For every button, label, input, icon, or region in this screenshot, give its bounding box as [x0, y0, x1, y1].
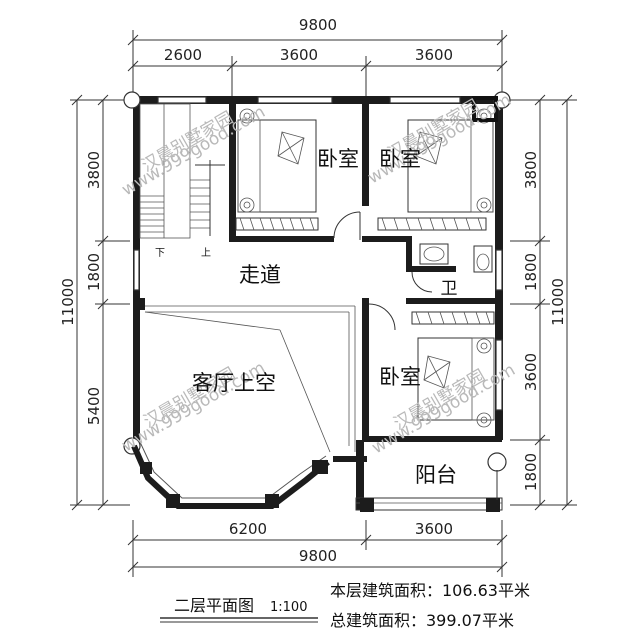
door-swing — [333, 96, 498, 331]
dim-bottom-part-1: 6200 — [229, 520, 267, 538]
dim-top-part-1: 2600 — [164, 46, 202, 64]
dim-left-part-2: 1800 — [85, 253, 103, 291]
dim-right-part-1: 3800 — [522, 151, 540, 189]
watermark-site: www.999good.com — [119, 102, 269, 200]
drawing-title: 二层平面图 — [174, 596, 254, 615]
staircase — [139, 103, 225, 239]
left-dimension-chain: 11000 3800 1800 5400 — [59, 94, 130, 511]
dim-left-part-1: 3800 — [85, 151, 103, 189]
room-label-living-void: 客厅上空 — [192, 371, 276, 395]
watermark: 汉晨别墅家园 www.999good.com 汉晨别墅家园 www.999goo… — [119, 90, 519, 458]
dim-bottom-total: 9800 — [299, 547, 337, 565]
room-label-bedroom-3: 卧室 — [379, 365, 421, 389]
bed-icon — [417, 337, 495, 421]
dim-right-total: 11000 — [549, 278, 567, 326]
dim-bottom-part-2: 3600 — [415, 520, 453, 538]
wardrobe-icon — [235, 217, 495, 325]
total-area-text: 总建筑面积：399.07平米 — [330, 611, 514, 630]
bed-icon — [237, 119, 317, 213]
dim-right-part-4: 1800 — [522, 453, 540, 491]
corner-columns — [123, 91, 511, 472]
room-label-corridor: 走道 — [239, 263, 281, 287]
dim-top-total: 9800 — [299, 16, 337, 34]
dim-right-part-2: 1800 — [522, 253, 540, 291]
stair-up-label: 上 — [201, 247, 211, 259]
floor-area-text: 本层建筑面积：106.63平米 — [330, 581, 530, 600]
dim-top-part-3: 3600 — [415, 46, 453, 64]
drawing-scale: 1:100 — [270, 600, 307, 615]
balcony-railing — [355, 470, 503, 512]
living-void-outline — [144, 305, 356, 453]
bay-window — [131, 441, 330, 509]
watermark-site: www.999good.com — [365, 90, 515, 188]
bottom-dimension-chain: 6200 3600 9800 — [127, 520, 508, 577]
room-label-bedroom-2: 卧室 — [379, 147, 421, 171]
dim-top-part-2: 3600 — [280, 46, 318, 64]
room-label-bedroom-1: 卧室 — [317, 147, 359, 171]
room-label-bathroom: 卫 — [441, 279, 458, 299]
walls — [133, 96, 503, 510]
bathroom-fixtures — [419, 243, 493, 273]
stair-down-label: 下 — [155, 248, 165, 259]
room-label-balcony: 阳台 — [415, 463, 457, 487]
right-dimension-chain: 3800 1800 3600 1800 11000 — [510, 94, 577, 511]
dim-left-total: 11000 — [59, 278, 77, 326]
dim-right-part-3: 3600 — [522, 353, 540, 391]
dim-left-part-3: 5400 — [85, 387, 103, 425]
top-dimension-chain: 9800 2600 3600 3600 — [127, 16, 508, 96]
